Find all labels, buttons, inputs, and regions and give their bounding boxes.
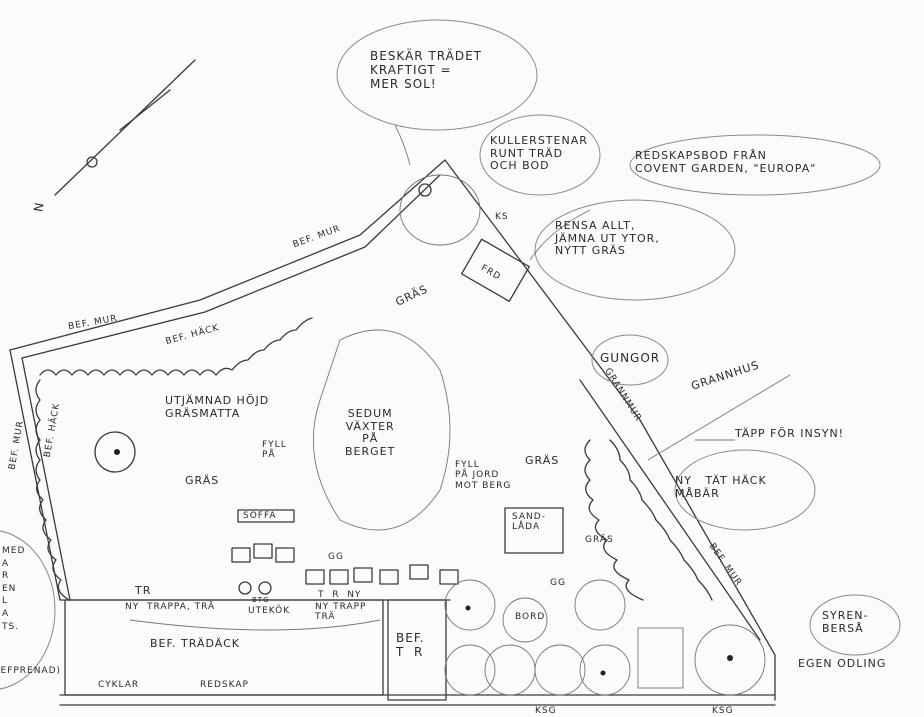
note-bubble-swings — [591, 334, 669, 386]
note-cobblestones: KULLERSTENAR RUNT TRÄD OCH BOD — [490, 134, 588, 173]
label-tr-2: T R NY — [318, 590, 362, 600]
label-grass-2: GRÄS — [185, 474, 220, 487]
sofa — [237, 509, 295, 523]
hedge-right — [609, 439, 713, 601]
tool-shed — [460, 238, 530, 302]
note-bubble-prune — [336, 19, 538, 131]
label-grass-4: GRÄS — [585, 535, 614, 545]
sedum-rock — [312, 329, 451, 531]
north-arrow-icon — [54, 59, 196, 196]
note-new-hedge: NY TÄT HÄCK MÅBÄR — [675, 474, 767, 500]
label-fill: FYLL PÅ — [262, 440, 287, 461]
label-sandbox: SAND- LÅDA — [512, 512, 546, 533]
label-tools: REDSKAP — [200, 680, 249, 690]
label-sedum: SEDUM VÄXTER PÅ BERGET — [345, 407, 396, 458]
label-outdoor-kitchen: UTEKÖK — [248, 606, 291, 616]
note-privacy: TÄPP FÖR INSYN! — [735, 427, 845, 440]
note-bubble-shed — [629, 134, 881, 196]
sandbox — [504, 507, 564, 554]
label-left-note-2: (EFPRENAD) — [0, 666, 62, 676]
label-new-stairs-1: NY TRAPPA, TRÄ — [125, 602, 216, 612]
note-prune-tree: BESKÄR TRÄDET KRAFTIGT = MER SOL! — [370, 49, 482, 91]
label-ksg-2: KSG — [712, 706, 734, 716]
label-ksg-1: KSG — [535, 706, 557, 716]
label-left-note: MED A R EN L A TS. — [2, 546, 26, 632]
note-tool-shed: REDSKAPSBOD FRÅN COVENT GARDEN, "EUROPA" — [635, 149, 817, 175]
note-bubble-clear — [534, 199, 736, 301]
label-gg-2: GG — [550, 578, 566, 588]
label-gg-1: GG — [328, 552, 344, 562]
label-tr-1: TR — [135, 584, 152, 597]
label-lawn: UTJÄMNAD HÖJD GRÄSMATTA — [165, 394, 270, 420]
label-north: N — [31, 200, 47, 213]
note-bubble-hedge — [674, 449, 816, 531]
label-fill-soil: FYLL PÅ JORD MOT BERG — [455, 460, 512, 491]
label-table: BORD — [515, 612, 546, 622]
label-existing-tr: BEF. T R — [396, 631, 425, 659]
label-ks: KS — [495, 212, 509, 222]
label-deck: BEF. TRÄDÄCK — [150, 637, 240, 650]
note-own-growing: EGEN ODLING — [798, 657, 887, 670]
note-swings: GUNGOR — [600, 351, 661, 365]
label-bikes: CYKLAR — [98, 680, 140, 690]
hedge-right-new — [584, 439, 644, 601]
hedge-left — [35, 379, 70, 601]
note-bubble-cobbles — [479, 114, 601, 196]
label-new-stairs-2: NY TRAPP TRÄ — [315, 602, 367, 623]
boundary-walls — [9, 159, 776, 701]
hedge-top — [39, 317, 313, 376]
note-lilac-arbor: SYREN- BERSÅ — [822, 609, 869, 635]
label-sofa: SOFFA — [243, 511, 277, 521]
note-clear-all: RENSA ALLT, JÄMNA UT YTOR, NYTT GRÄS — [555, 219, 660, 258]
label-btg: BTG — [252, 596, 270, 604]
label-grass-3: GRÄS — [525, 454, 560, 467]
note-bubble-lilac — [809, 594, 901, 656]
